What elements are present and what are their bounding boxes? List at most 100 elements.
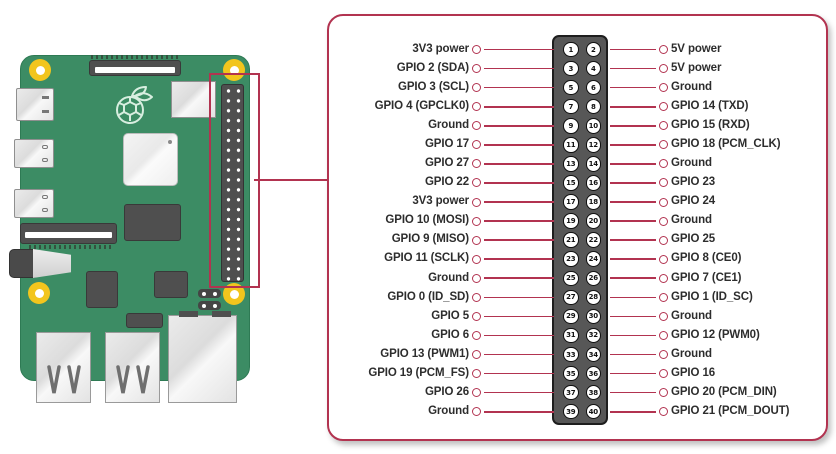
smd-chip (154, 271, 188, 298)
wire-terminal-icon (472, 64, 481, 74)
camera-connector (20, 223, 117, 244)
wire-right (610, 105, 656, 108)
wire-left (484, 105, 554, 108)
pin-pair: 39 40 (554, 403, 610, 420)
usb-a-stack (105, 332, 160, 403)
gpio-header-graphic (552, 35, 608, 425)
pin-label-left: GPIO 10 (MOSI) (385, 214, 469, 227)
wire-terminal-icon (472, 102, 481, 112)
pin-label-right: GPIO 7 (CE1) (671, 271, 742, 284)
pin-label-right: GPIO 23 (671, 176, 716, 189)
pin-number-even: 40 (585, 403, 601, 420)
wire-left (484, 372, 554, 375)
gpio-highlight-rect (209, 73, 260, 288)
pin-label-left: GPIO 17 (424, 138, 469, 151)
wire-left (484, 391, 554, 394)
wire-terminal-icon (472, 330, 481, 340)
pin-number-even: 6 (585, 79, 601, 96)
wire-terminal-icon (659, 64, 668, 74)
wire-right (610, 124, 656, 127)
smd-chip (126, 313, 163, 328)
wire-terminal-icon (472, 45, 481, 55)
wire-right (610, 144, 656, 146)
wire-terminal-icon (472, 83, 481, 93)
wire-terminal-icon (472, 197, 481, 207)
pin-number-odd: 39 (563, 403, 579, 420)
pin-number-even: 12 (585, 137, 601, 153)
wire-terminal-icon (472, 292, 481, 302)
wire-right (610, 410, 656, 413)
pin-number-even: 24 (585, 251, 601, 267)
wire-left (484, 67, 554, 70)
wire-left (484, 334, 554, 337)
pin-pair: 23 24 (554, 251, 610, 267)
pin-number-odd: 5 (563, 79, 579, 96)
micro-hdmi-port (14, 139, 54, 168)
pin-number-odd: 1 (563, 41, 579, 58)
pin-label-left: Ground (428, 119, 469, 132)
display-connector (89, 60, 181, 76)
pin-label-right: GPIO 24 (671, 195, 716, 208)
wire-terminal-icon (472, 350, 481, 360)
pin-label-left: GPIO 0 (ID_SD) (387, 290, 469, 303)
wire-terminal-icon (659, 369, 668, 379)
wire-terminal-icon (659, 197, 668, 207)
wire-terminal-icon (472, 216, 481, 226)
wire-terminal-icon (472, 159, 481, 169)
wire-terminal-icon (659, 311, 668, 321)
gpio-header-board (221, 84, 244, 282)
wifi-module (171, 81, 216, 118)
wire-left (484, 144, 554, 146)
pin-label-right: GPIO 15 (RXD) (671, 119, 750, 132)
pin-number-odd: 25 (563, 270, 579, 287)
ram-chip (124, 204, 181, 241)
pin-label-left: GPIO 13 (PWM1) (380, 347, 469, 360)
pin-number-odd: 9 (563, 118, 579, 134)
pin-label-left: GPIO 26 (424, 385, 469, 398)
wire-terminal-icon (659, 350, 668, 360)
mounting-hole-icon (223, 59, 245, 81)
pin-label-left: 3V3 power (412, 195, 469, 208)
mounting-hole-icon (28, 282, 50, 304)
pin-label-left: GPIO 19 (PCM_FS) (368, 366, 469, 379)
pin-label-left: GPIO 6 (431, 328, 469, 341)
pin-number-odd: 23 (563, 251, 579, 267)
pin-label-left: Ground (428, 271, 469, 284)
wire-terminal-icon (659, 330, 668, 340)
wire-terminal-icon (659, 102, 668, 112)
pin-label-left: GPIO 2 (SDA) (396, 61, 469, 74)
pin-label-right: GPIO 14 (TXD) (671, 99, 749, 112)
wire-right (610, 391, 656, 394)
wire-left (484, 124, 554, 127)
smd-chip (86, 271, 118, 308)
wire-terminal-icon (472, 311, 481, 321)
pin-number-even: 30 (585, 308, 601, 325)
wire-left (484, 163, 554, 165)
pin-number-odd: 17 (563, 194, 579, 210)
wire-left (484, 315, 554, 318)
pin-number-even: 32 (585, 327, 601, 344)
